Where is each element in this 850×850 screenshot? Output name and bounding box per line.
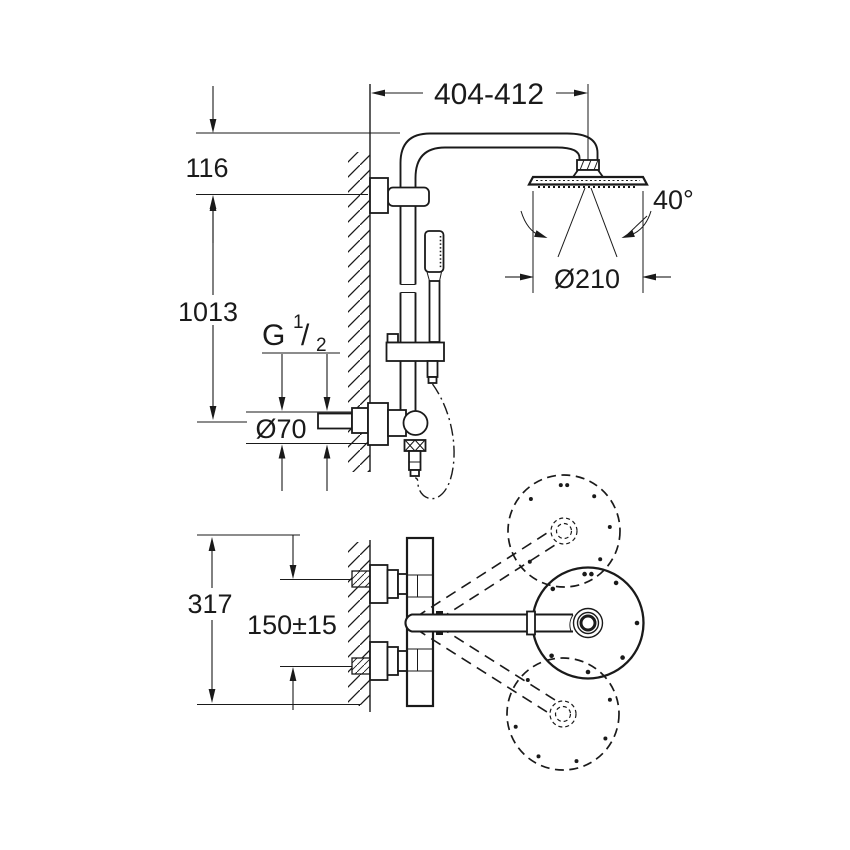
- dimension-arm-reach: 404-412: [371, 78, 589, 161]
- hub-center-mid: [576, 611, 600, 635]
- inlet-connector: [386, 569, 399, 599]
- inlet-escutcheon-top: [369, 564, 389, 604]
- bracket-arm: [387, 186, 430, 207]
- hose-outlet-stub: [408, 450, 422, 471]
- nozzle-dots-up: [527, 483, 612, 564]
- dim-swivel-angle-label: 40°: [653, 185, 694, 215]
- top-plan-view: 317 150±15: [187, 474, 645, 771]
- label-thread-size: G 1 / 2: [262, 312, 340, 356]
- dimension-head-diameter: Ø210: [505, 191, 671, 294]
- inlet-union-hot: [351, 570, 371, 588]
- bracket-flange: [369, 177, 389, 214]
- pipe-outer-edge: [399, 132, 599, 411]
- arrowhead: [209, 406, 217, 420]
- head-swivel-positions: [404, 474, 645, 771]
- inlet-connector-step: [397, 650, 408, 672]
- shower-arm-plan: [404, 613, 573, 633]
- holder-knob: [386, 333, 399, 344]
- spray-angle-line: [590, 187, 618, 258]
- side-elevation-view: 404-412 116 1013 G 1 / 2: [178, 78, 694, 500]
- head-shower-assembly: [520, 84, 652, 258]
- valve-escutcheon: [367, 402, 389, 446]
- hub-up: [550, 517, 578, 545]
- dim-riser-height-label: 1013: [178, 297, 238, 327]
- supply-pipe: [317, 412, 353, 430]
- arrowhead: [289, 565, 297, 579]
- dim-projection-label: 317: [187, 589, 232, 619]
- wall-hatch-side: [348, 152, 370, 472]
- dimension-inlet-spacing: 150±15: [247, 535, 352, 710]
- dim-inlet-spacing-label: 150±15: [247, 610, 337, 640]
- wall-hatch-top: [348, 542, 370, 706]
- arrowhead: [278, 444, 286, 459]
- hose-union-nut: [403, 439, 427, 452]
- dim-offset-label: 116: [185, 153, 228, 183]
- hub-arc: [569, 614, 574, 632]
- arrowhead: [534, 230, 548, 238]
- dim-head-diameter-label: Ø210: [554, 264, 620, 294]
- nozzle-dots-down: [513, 678, 612, 764]
- nozzle-dots-center: [549, 571, 640, 675]
- inlet-connector: [386, 646, 399, 676]
- ball-joint: [402, 410, 429, 436]
- dimension-projection-depth: 317: [187, 534, 360, 706]
- wall-section-top: [348, 540, 371, 712]
- pipe-inner-edge: [414, 146, 581, 411]
- inlet-connector-step: [397, 573, 408, 595]
- hand-shower-grip: [424, 230, 445, 273]
- hub-down-inner: [554, 705, 572, 723]
- arrowhead: [289, 667, 297, 681]
- head-circle-up: [507, 474, 621, 588]
- arm-union: [526, 610, 536, 636]
- dimension-swivel-angle: 40°: [627, 185, 694, 235]
- arrowhead: [209, 119, 217, 133]
- head-disc: [527, 175, 649, 186]
- spray-angle-line: [557, 187, 586, 258]
- arm-collar-nub: [436, 611, 443, 615]
- hand-shower-handle: [428, 280, 441, 343]
- dim-escutcheon-label: Ø70: [255, 414, 306, 444]
- rail-joint-gap: [398, 284, 417, 293]
- arrowhead: [642, 273, 656, 281]
- riser-and-shower-arm: [398, 132, 599, 411]
- inlet-escutcheon-bottom: [369, 641, 389, 681]
- arrowhead: [371, 89, 385, 97]
- arrowhead: [574, 89, 588, 97]
- dim-arm-reach-label: 404-412: [434, 78, 544, 111]
- supply-union: [351, 407, 369, 434]
- arrowhead: [209, 197, 217, 211]
- hand-shower-inlet-tip: [427, 376, 438, 384]
- inlet-union-cold: [351, 657, 371, 675]
- slide-holder: [385, 341, 445, 362]
- hub-down: [549, 700, 577, 728]
- arrowhead: [520, 273, 534, 281]
- arrowhead: [278, 397, 286, 411]
- dimension-riser-height: 1013: [178, 197, 247, 423]
- leader-line: [627, 215, 648, 235]
- dimension-escutcheon-diameter: Ø70: [246, 354, 368, 491]
- arrowhead: [323, 444, 331, 459]
- shower-hose: [414, 383, 455, 500]
- thermostat-valve-side: [317, 402, 429, 477]
- arrowhead: [208, 689, 216, 703]
- head-circle-down: [506, 657, 620, 771]
- arrowhead: [323, 397, 331, 411]
- hand-shower-assembly: [385, 230, 455, 500]
- hose-outlet-tip: [409, 469, 420, 477]
- hub-center-inner: [579, 614, 597, 632]
- thread-label: G 1 / 2: [262, 312, 327, 356]
- arm-collar-nub: [436, 631, 443, 635]
- wall-bracket: [369, 177, 430, 214]
- hub-up-inner: [555, 522, 573, 540]
- hand-shower-inlet: [426, 360, 439, 378]
- arrowhead: [208, 537, 216, 551]
